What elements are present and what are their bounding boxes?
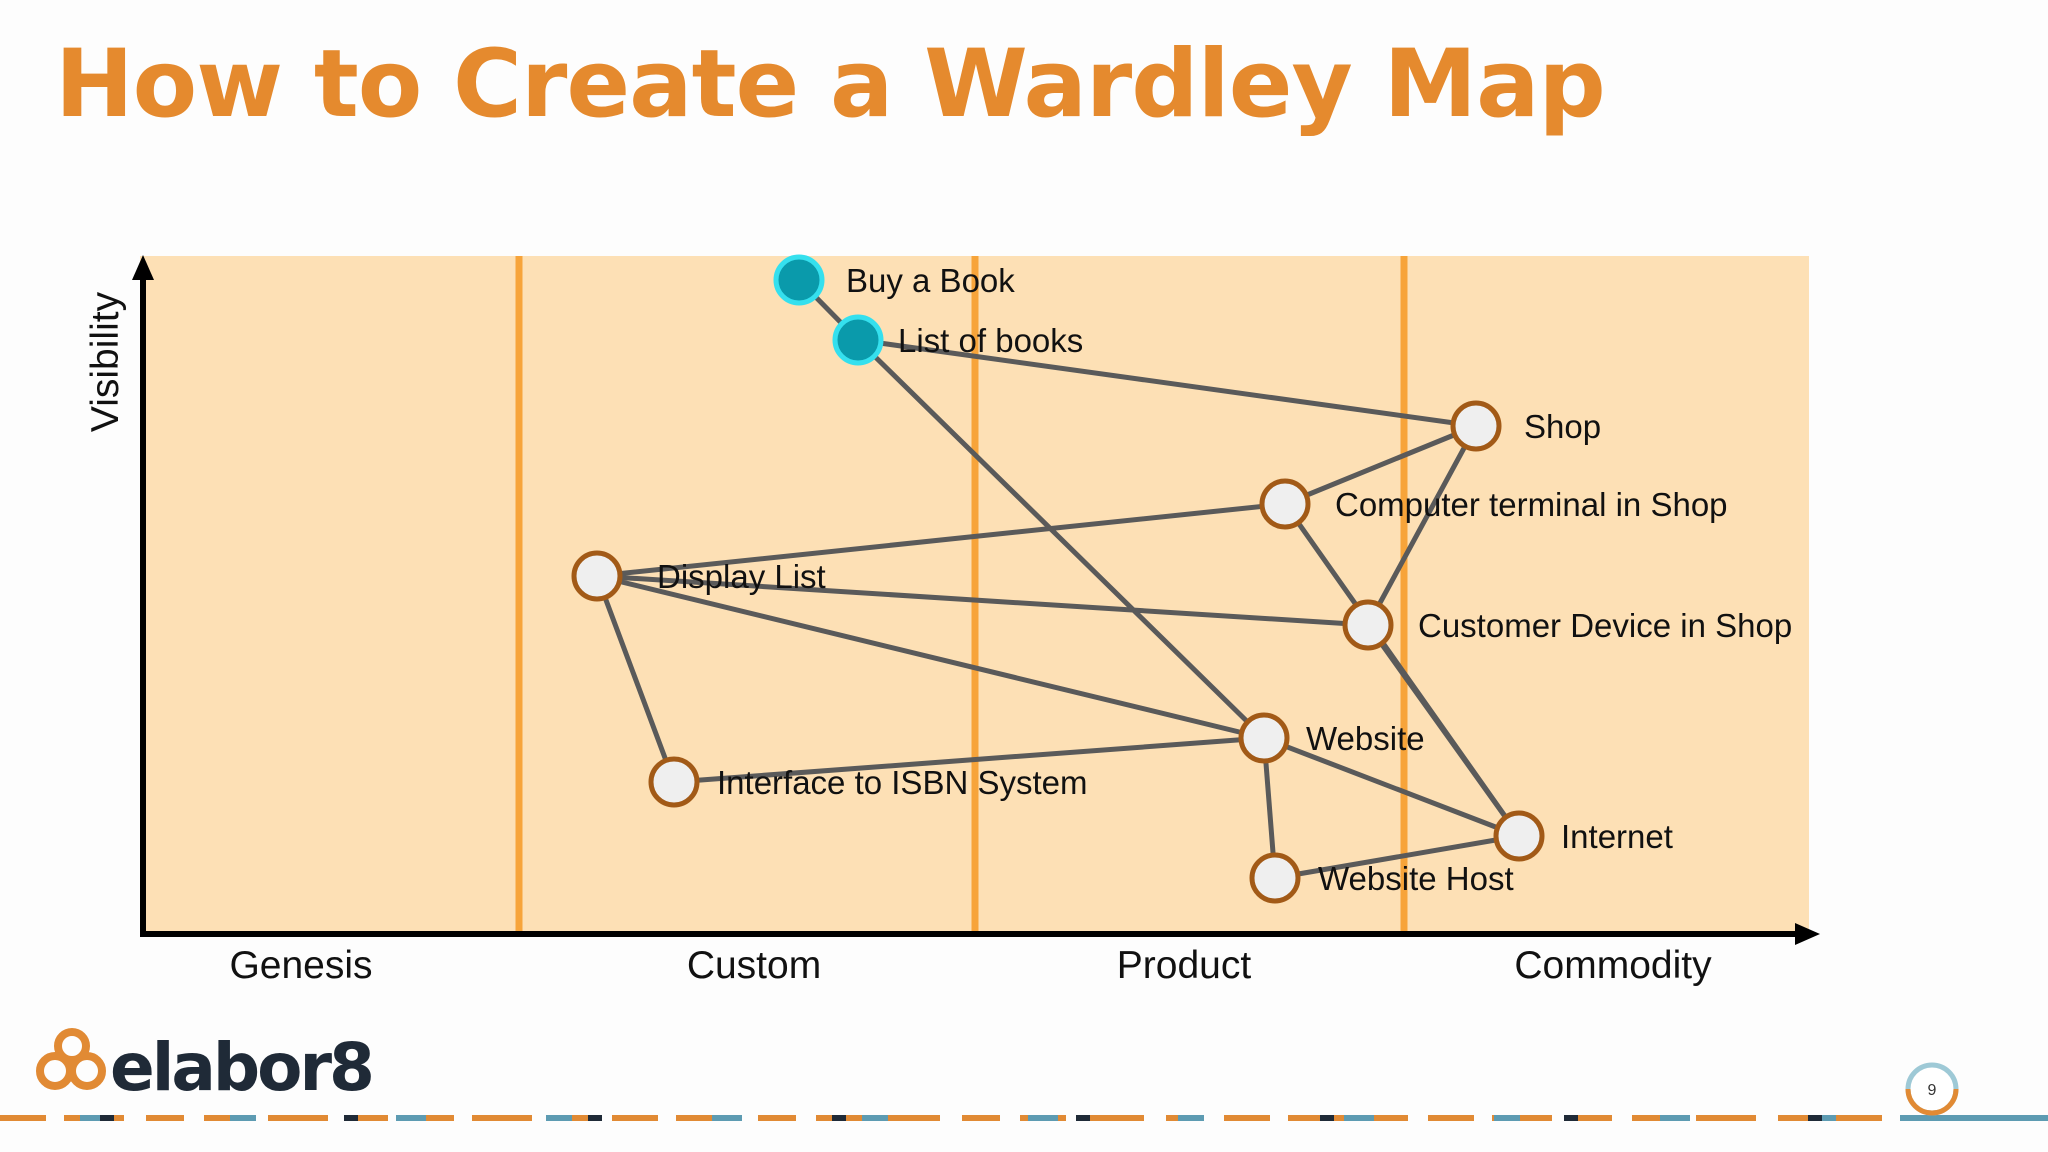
y-axis-label: Visibility: [84, 291, 127, 432]
component-node-website: [1238, 712, 1290, 764]
component-label-internet: Internet: [1561, 818, 1673, 855]
component-node-isbn-interface: [648, 756, 700, 808]
component-node-customer-device: [1342, 599, 1394, 651]
component-label-shop: Shop: [1524, 408, 1601, 445]
component-label-buy-a-book: Buy a Book: [846, 262, 1015, 299]
user-need-node-buy-a-book: [773, 254, 825, 306]
link-display-list-to-customer-device: [594, 573, 1371, 628]
link-customer-device-to-internet: [1365, 622, 1522, 839]
component-customer-device: Customer Device in Shop: [1342, 599, 1792, 651]
component-label-display-list: Display List: [657, 558, 826, 595]
link-list-of-books-to-shop: [855, 337, 1479, 429]
stage-label-genesis: Genesis: [229, 944, 372, 987]
stage-label-custom: Custom: [687, 944, 821, 987]
component-display-list: Display List: [571, 550, 826, 602]
component-list-of-books: List of books: [832, 314, 1083, 366]
component-isbn-interface: Interface to ISBN System: [648, 756, 1087, 808]
link-display-list-to-website: [594, 573, 1267, 741]
component-label-website: Website: [1306, 720, 1425, 757]
link-computer-terminal-to-display-list: [594, 501, 1288, 579]
slide-title: How to Create a Wardley Map: [55, 30, 1606, 139]
link-website-to-internet: [1261, 735, 1522, 839]
component-node-shop: [1450, 400, 1502, 452]
elabor8-wordmark: elabor8: [110, 1029, 372, 1106]
component-computer-terminal: Computer terminal in Shop: [1259, 478, 1728, 530]
component-internet: Internet: [1493, 810, 1673, 862]
component-node-website-host: [1249, 852, 1301, 904]
link-list-of-books-to-website: [855, 337, 1267, 741]
component-label-isbn-interface: Interface to ISBN System: [717, 764, 1087, 801]
link-website-host-to-internet: [1272, 833, 1522, 881]
stage-label-product: Product: [1117, 944, 1252, 987]
component-buy-a-book: Buy a Book: [773, 254, 1015, 306]
component-node-computer-terminal: [1259, 478, 1311, 530]
elabor8-logo: elabor8: [36, 1028, 375, 1106]
page-number: 9: [1928, 1082, 1937, 1099]
elabor8-logo-mark: [36, 1028, 106, 1090]
link-isbn-interface-to-website: [671, 735, 1267, 785]
y-axis-arrowhead: [132, 255, 154, 280]
stage-label-commodity: Commodity: [1514, 944, 1712, 987]
component-website: Website: [1238, 712, 1425, 764]
link-display-list-to-isbn-interface: [594, 573, 677, 785]
user-need-node-list-of-books: [832, 314, 884, 366]
component-label-customer-device: Customer Device in Shop: [1418, 607, 1792, 644]
x-axis-arrowhead: [1795, 923, 1820, 945]
evolution-stage-labels: Genesis Custom Product Commodity: [229, 944, 1712, 987]
component-label-list-of-books: List of books: [898, 322, 1083, 359]
stage-dividers: [515, 256, 1408, 931]
component-node-display-list: [571, 550, 623, 602]
component-website-host: Website Host: [1249, 852, 1514, 904]
component-label-computer-terminal: Computer terminal in Shop: [1335, 486, 1728, 523]
link-shop-to-customer-device: [1365, 423, 1479, 628]
component-node-internet: [1493, 810, 1545, 862]
link-shop-to-computer-terminal: [1282, 423, 1479, 507]
page-number-badge: 9: [1905, 1062, 1959, 1116]
component-shop: Shop: [1450, 400, 1601, 452]
component-label-website-host: Website Host: [1318, 860, 1514, 897]
